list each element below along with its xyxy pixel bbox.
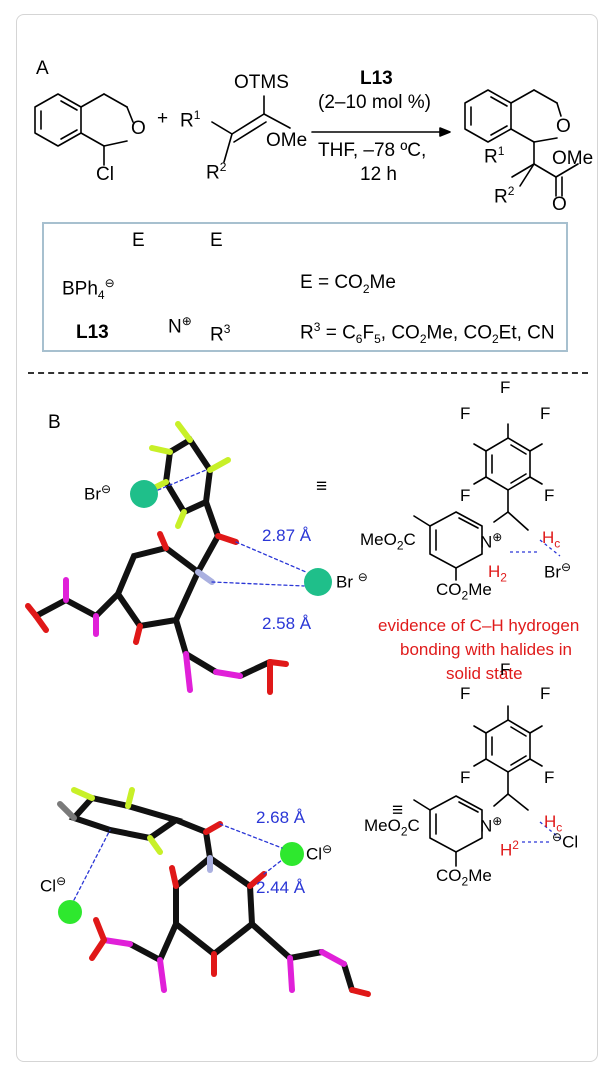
co2me-label-1: CO2Me	[436, 580, 492, 603]
evidence-note-line-1: evidence of C–H hydrogen	[378, 616, 580, 635]
reaction-arrowhead	[439, 127, 451, 137]
catalyst-loading: (2–10 mol %)	[318, 92, 431, 113]
crystal-model-br	[25, 421, 332, 695]
distance-label-4: 2.44 Å	[256, 878, 306, 897]
legend-r3: R3	[210, 322, 231, 346]
br-anion-label-1: Br⊖	[84, 482, 112, 504]
distance-label-2: 2.58 Å	[262, 614, 312, 633]
equivalence-symbol-1: ≡	[316, 476, 328, 497]
br-right-label: Br⊖	[544, 560, 572, 582]
ketene-ome: OMe	[266, 130, 308, 151]
figure-frame	[16, 14, 598, 1062]
ketene-otms: OTMS	[234, 72, 289, 93]
crystal-model-cl	[57, 787, 371, 997]
fluorine-1: F	[460, 404, 471, 423]
catalyst-legend-box	[42, 222, 568, 352]
cl-anion-label-1: Cl⊖	[40, 874, 67, 896]
hc-label-1: Hc	[542, 528, 561, 551]
distance-label-1: 2.87 Å	[262, 526, 312, 545]
fluorine-5: F	[544, 486, 555, 505]
reactant-oxygen: O	[131, 118, 146, 139]
fluorine-7: F	[540, 684, 551, 703]
conditions-line-2: 12 h	[360, 164, 397, 185]
fluorine-10: F	[544, 768, 555, 787]
r3-definition: R3 = C6F5, CO2Me, CO2Et, CN	[300, 320, 555, 347]
plus-sign: +	[157, 108, 169, 129]
catalyst-label: L13	[360, 68, 393, 89]
panel-a-label: A	[36, 58, 49, 79]
fluorine-2: F	[540, 404, 551, 423]
br-anion-label-2: Br ⊖	[336, 570, 368, 592]
evidence-note-line-3: solid state	[446, 664, 523, 683]
cl-anion-label-2: Cl⊖	[306, 842, 333, 864]
product-structure	[464, 89, 579, 197]
legend-n-atom: N⊕	[168, 314, 192, 338]
pyridinium-cl-structure	[413, 705, 543, 867]
distance-label-3: 2.68 Å	[256, 808, 306, 827]
legend-e-right: E	[210, 230, 223, 251]
hc-label-2: Hc	[544, 812, 563, 835]
e-definition: E = CO2Me	[300, 272, 396, 296]
ketene-acetal-structure	[211, 95, 291, 163]
product-r1: R1	[484, 144, 505, 168]
ketene-r1: R1	[180, 108, 201, 132]
fluorine-4: F	[460, 486, 471, 505]
cl-right-label: ⊖Cl	[552, 830, 579, 852]
co2me-label-2: CO2Me	[436, 866, 492, 889]
fluorine-3: F	[500, 378, 511, 397]
h2-label-2: H2	[500, 838, 519, 860]
evidence-note-line-2: bonding with halides in	[400, 640, 573, 659]
n-atom-2: N⊕	[480, 814, 503, 836]
product-ome: OMe	[552, 148, 594, 169]
h2-label-1: H2	[488, 562, 507, 585]
section-divider	[28, 372, 588, 374]
fluorine-8: F	[500, 660, 511, 679]
counterion-bph4: BPh4⊖	[62, 276, 115, 303]
conditions-line-1: THF, –78 ºC,	[318, 140, 427, 161]
fluorine-9: F	[460, 768, 471, 787]
product-carbonyl-oxygen: O	[552, 194, 567, 215]
legend-e-left: E	[132, 230, 145, 251]
legend-catalyst-label: L13	[76, 322, 109, 343]
reactant-isochroman-structure	[34, 93, 134, 166]
equivalence-symbol-2: ≡	[392, 800, 404, 821]
meo2c-label-2: MeO2C	[364, 816, 420, 839]
product-r2: R2	[494, 184, 515, 208]
reactant-chloride: Cl	[96, 164, 114, 185]
n-atom-1: N⊕	[480, 530, 503, 552]
panel-b-label: B	[48, 412, 61, 433]
fluorine-6: F	[460, 684, 471, 703]
pyridinium-br-structure	[413, 423, 543, 581]
meo2c-label-1: MeO2C	[360, 530, 416, 553]
product-oxygen: O	[556, 116, 571, 137]
ketene-r2: R2	[206, 160, 227, 184]
